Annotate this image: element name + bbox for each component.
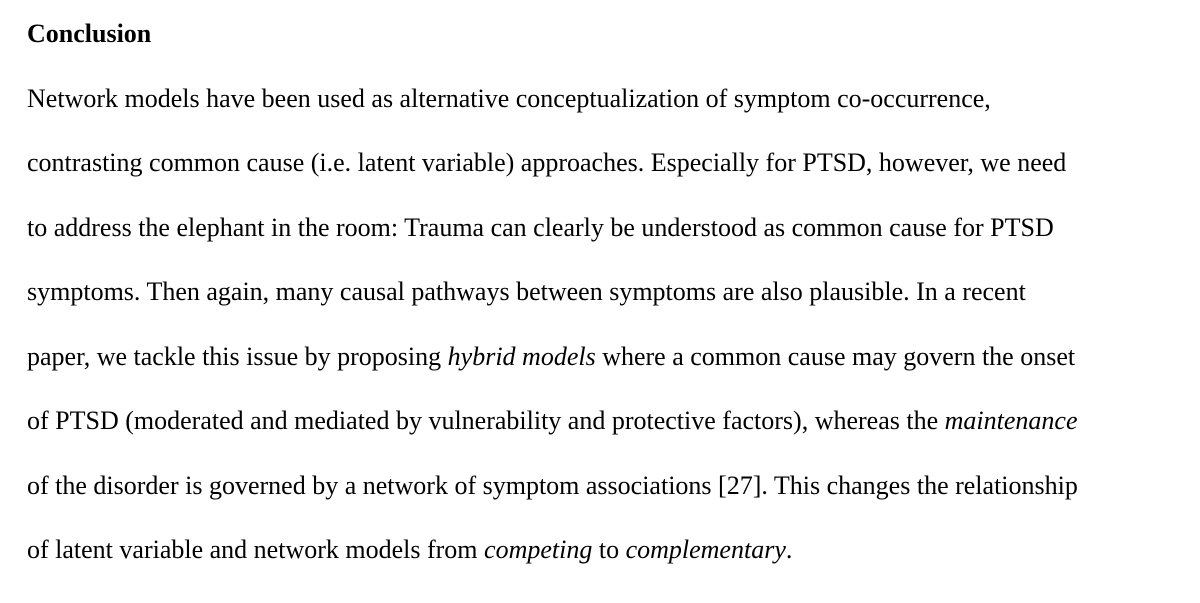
text-segment: to (592, 535, 626, 564)
paragraph-line: of the disorder is governed by a network… (27, 454, 1170, 519)
text-segment: . (785, 535, 793, 564)
text-segment: where a common cause may govern the onse… (595, 341, 1076, 371)
paragraph-line: of PTSD (moderated and mediated by vulne… (27, 389, 1170, 454)
text-segment: of the disorder is governed by a network… (27, 470, 1078, 500)
text-segment: paper, we tackle this issue by proposing (27, 341, 448, 371)
emphasized-text: maintenance (944, 406, 1078, 435)
emphasized-text: complementary (625, 535, 786, 564)
paragraph-line: to address the elephant in the room: Tra… (27, 196, 1170, 261)
emphasized-text: hybrid models (447, 341, 596, 371)
section-heading: Conclusion (27, 19, 152, 48)
text-segment: symptoms. Then again, many causal pathwa… (27, 277, 1026, 306)
text-segment: to address the elephant in the room: Tra… (27, 212, 1054, 242)
text-segment: contrasting common cause (i.e. latent va… (27, 148, 1067, 177)
text-segment: of latent variable and network models fr… (27, 535, 485, 564)
text-segment: of PTSD (moderated and mediated by vulne… (27, 406, 945, 435)
paragraph-line: contrasting common cause (i.e. latent va… (27, 131, 1170, 196)
conclusion-paragraph: Network models have been used as alterna… (27, 67, 1170, 583)
paragraph-line: symptoms. Then again, many causal pathwa… (27, 260, 1170, 325)
paragraph-line: of latent variable and network models fr… (27, 518, 1170, 583)
emphasized-text: competing (484, 535, 593, 564)
text-segment: Network models have been used as alterna… (27, 83, 991, 113)
paragraph-line: paper, we tackle this issue by proposing… (27, 325, 1170, 390)
paragraph-line: Network models have been used as alterna… (27, 67, 1170, 132)
